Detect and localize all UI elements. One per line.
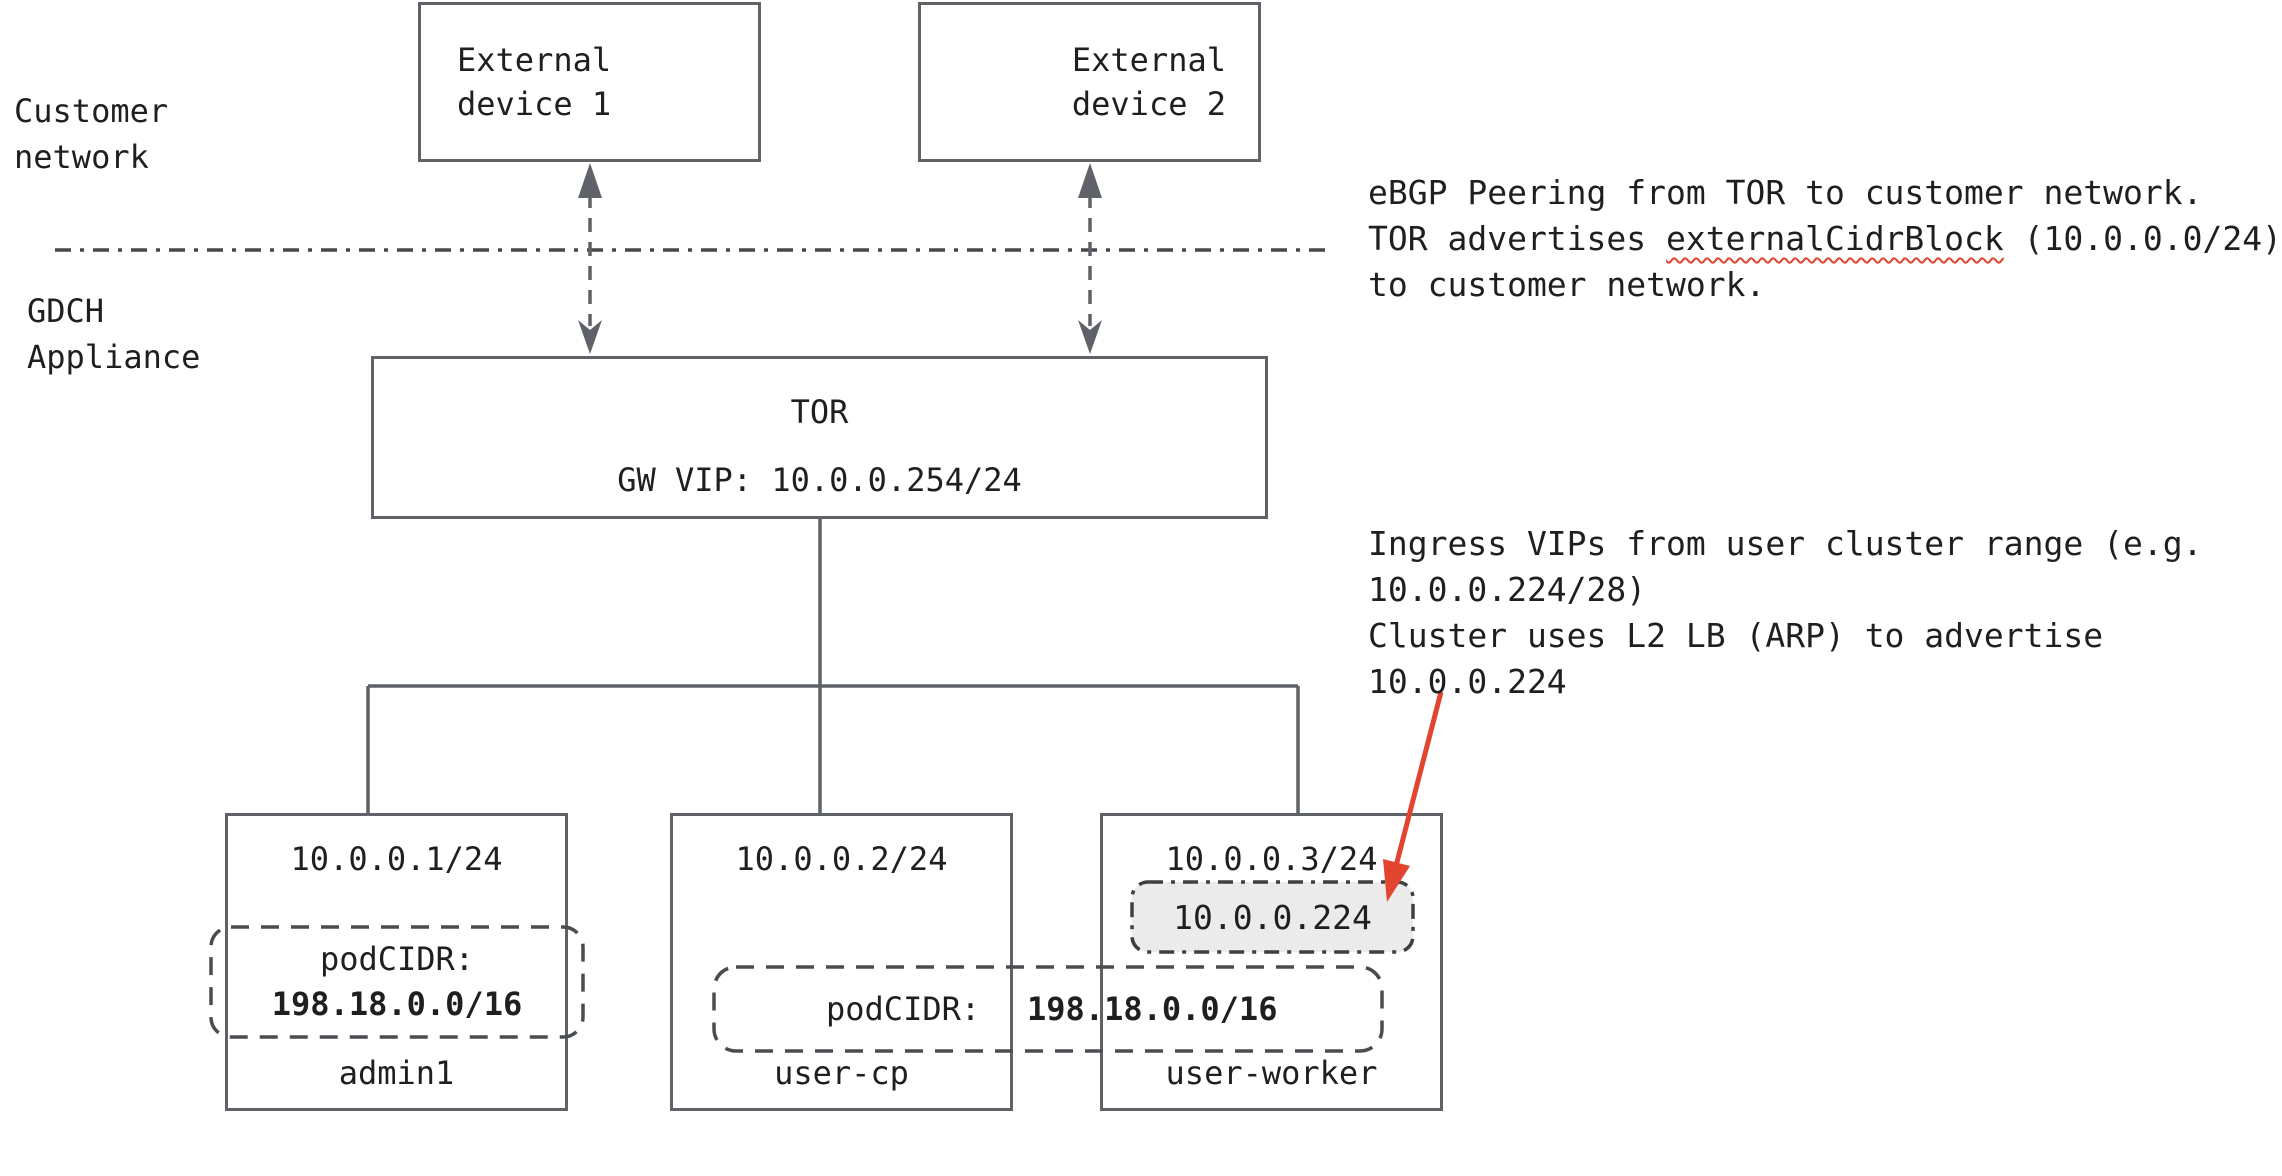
- arrow-down-icon: [578, 320, 602, 354]
- tor-name: TOR: [790, 392, 849, 431]
- ebgp-line2-term: externalCidrBlock: [1666, 219, 2004, 258]
- ingress-annotation-line4: 10.0.0.224: [1368, 662, 1567, 701]
- ingress-annotation-line1: Ingress VIPs from user cluster range (e.…: [1368, 524, 2203, 563]
- gdch-appliance-label-line2: Appliance: [27, 338, 201, 376]
- ebgp-annotation: eBGP Peering from TOR to customer networ…: [1368, 170, 2282, 308]
- admin1-pod-cidr-value: 198.18.0.0/16: [271, 985, 523, 1023]
- ingress-annotation-line2: 10.0.0.224/28): [1368, 570, 1647, 609]
- ingress-annotation: Ingress VIPs from user cluster range (e.…: [1368, 521, 2202, 705]
- ext2-tor-arrow: [1078, 163, 1102, 354]
- user-worker-node-name: user-worker: [1165, 1054, 1378, 1092]
- arrow-up-icon: [1078, 163, 1102, 198]
- shared-pod-cidr-box: [712, 965, 1384, 1053]
- ingress-vip-text: 10.0.0.224: [1173, 897, 1372, 937]
- tor-node-connectors: [366, 518, 1300, 813]
- shared-pod-cidr-value: 198.18.0.0/16: [1027, 990, 1278, 1028]
- admin1-pod-cidr-box: [209, 925, 585, 1039]
- user-cp-node-box: 10.0.0.2/24 user-cp: [670, 813, 1013, 1111]
- admin1-node-ip: 10.0.0.1/24: [290, 840, 503, 878]
- external-device-2-label-line2: device 2: [1071, 85, 1226, 123]
- user-worker-node-ip: 10.0.0.3/24: [1165, 840, 1378, 878]
- ebgp-line2-pre: TOR advertises: [1368, 219, 1667, 258]
- ebgp-annotation-line2: TOR advertises externalCidrBlock (10.0.0…: [1368, 216, 2282, 262]
- external-device-1-box: External device 1: [418, 2, 761, 162]
- admin1-node-box: 10.0.0.1/24 admin1: [225, 813, 568, 1111]
- gdch-appliance-label-line1: GDCH: [27, 292, 105, 330]
- external-device-2-label-line1: External: [1071, 41, 1226, 79]
- user-cp-node-name: user-cp: [774, 1054, 909, 1092]
- user-worker-node-box: 10.0.0.3/24 user-worker: [1100, 813, 1443, 1111]
- customer-network-label-line2: network: [14, 138, 149, 176]
- tor-gw-vip: GW VIP: 10.0.0.254/24: [617, 460, 1022, 499]
- external-device-1-label-line2: device 1: [457, 85, 612, 123]
- ingress-vip-box: [1130, 880, 1415, 954]
- ingress-annotation-line3: Cluster uses L2 LB (ARP) to advertise: [1368, 616, 2104, 655]
- customer-network-label: Customer network: [14, 88, 168, 180]
- customer-network-label-line1: Customer: [14, 92, 169, 130]
- user-cp-node-ip: 10.0.0.2/24: [735, 840, 948, 878]
- arrow-up-icon: [578, 163, 602, 198]
- ext1-tor-arrow: [578, 163, 602, 354]
- external-device-1-label-line1: External: [457, 41, 612, 79]
- ebgp-annotation-line1: eBGP Peering from TOR to customer networ…: [1368, 173, 2203, 212]
- ingress-vip-value: 10.0.0.224: [1132, 882, 1413, 952]
- shared-pod-cidr-label: podCIDR:: [826, 990, 981, 1028]
- external-device-2-box: External device 2: [918, 2, 1261, 162]
- red-arrowhead-icon: [1383, 859, 1410, 902]
- admin1-node-name: admin1: [338, 1054, 455, 1092]
- red-arrow: [1383, 691, 1444, 902]
- tor-box: TOR GW VIP: 10.0.0.254/24: [371, 356, 1268, 519]
- gdch-appliance-label: GDCH Appliance: [27, 288, 200, 380]
- ebgp-line2-post: (10.0.0.0/24): [2003, 219, 2282, 258]
- ebgp-annotation-line3: to customer network.: [1368, 265, 1766, 304]
- arrow-down-icon: [1078, 320, 1102, 354]
- admin1-pod-cidr-text: podCIDR: 198.18.0.0/16: [211, 927, 583, 1037]
- admin1-pod-cidr-label: podCIDR:: [319, 940, 475, 978]
